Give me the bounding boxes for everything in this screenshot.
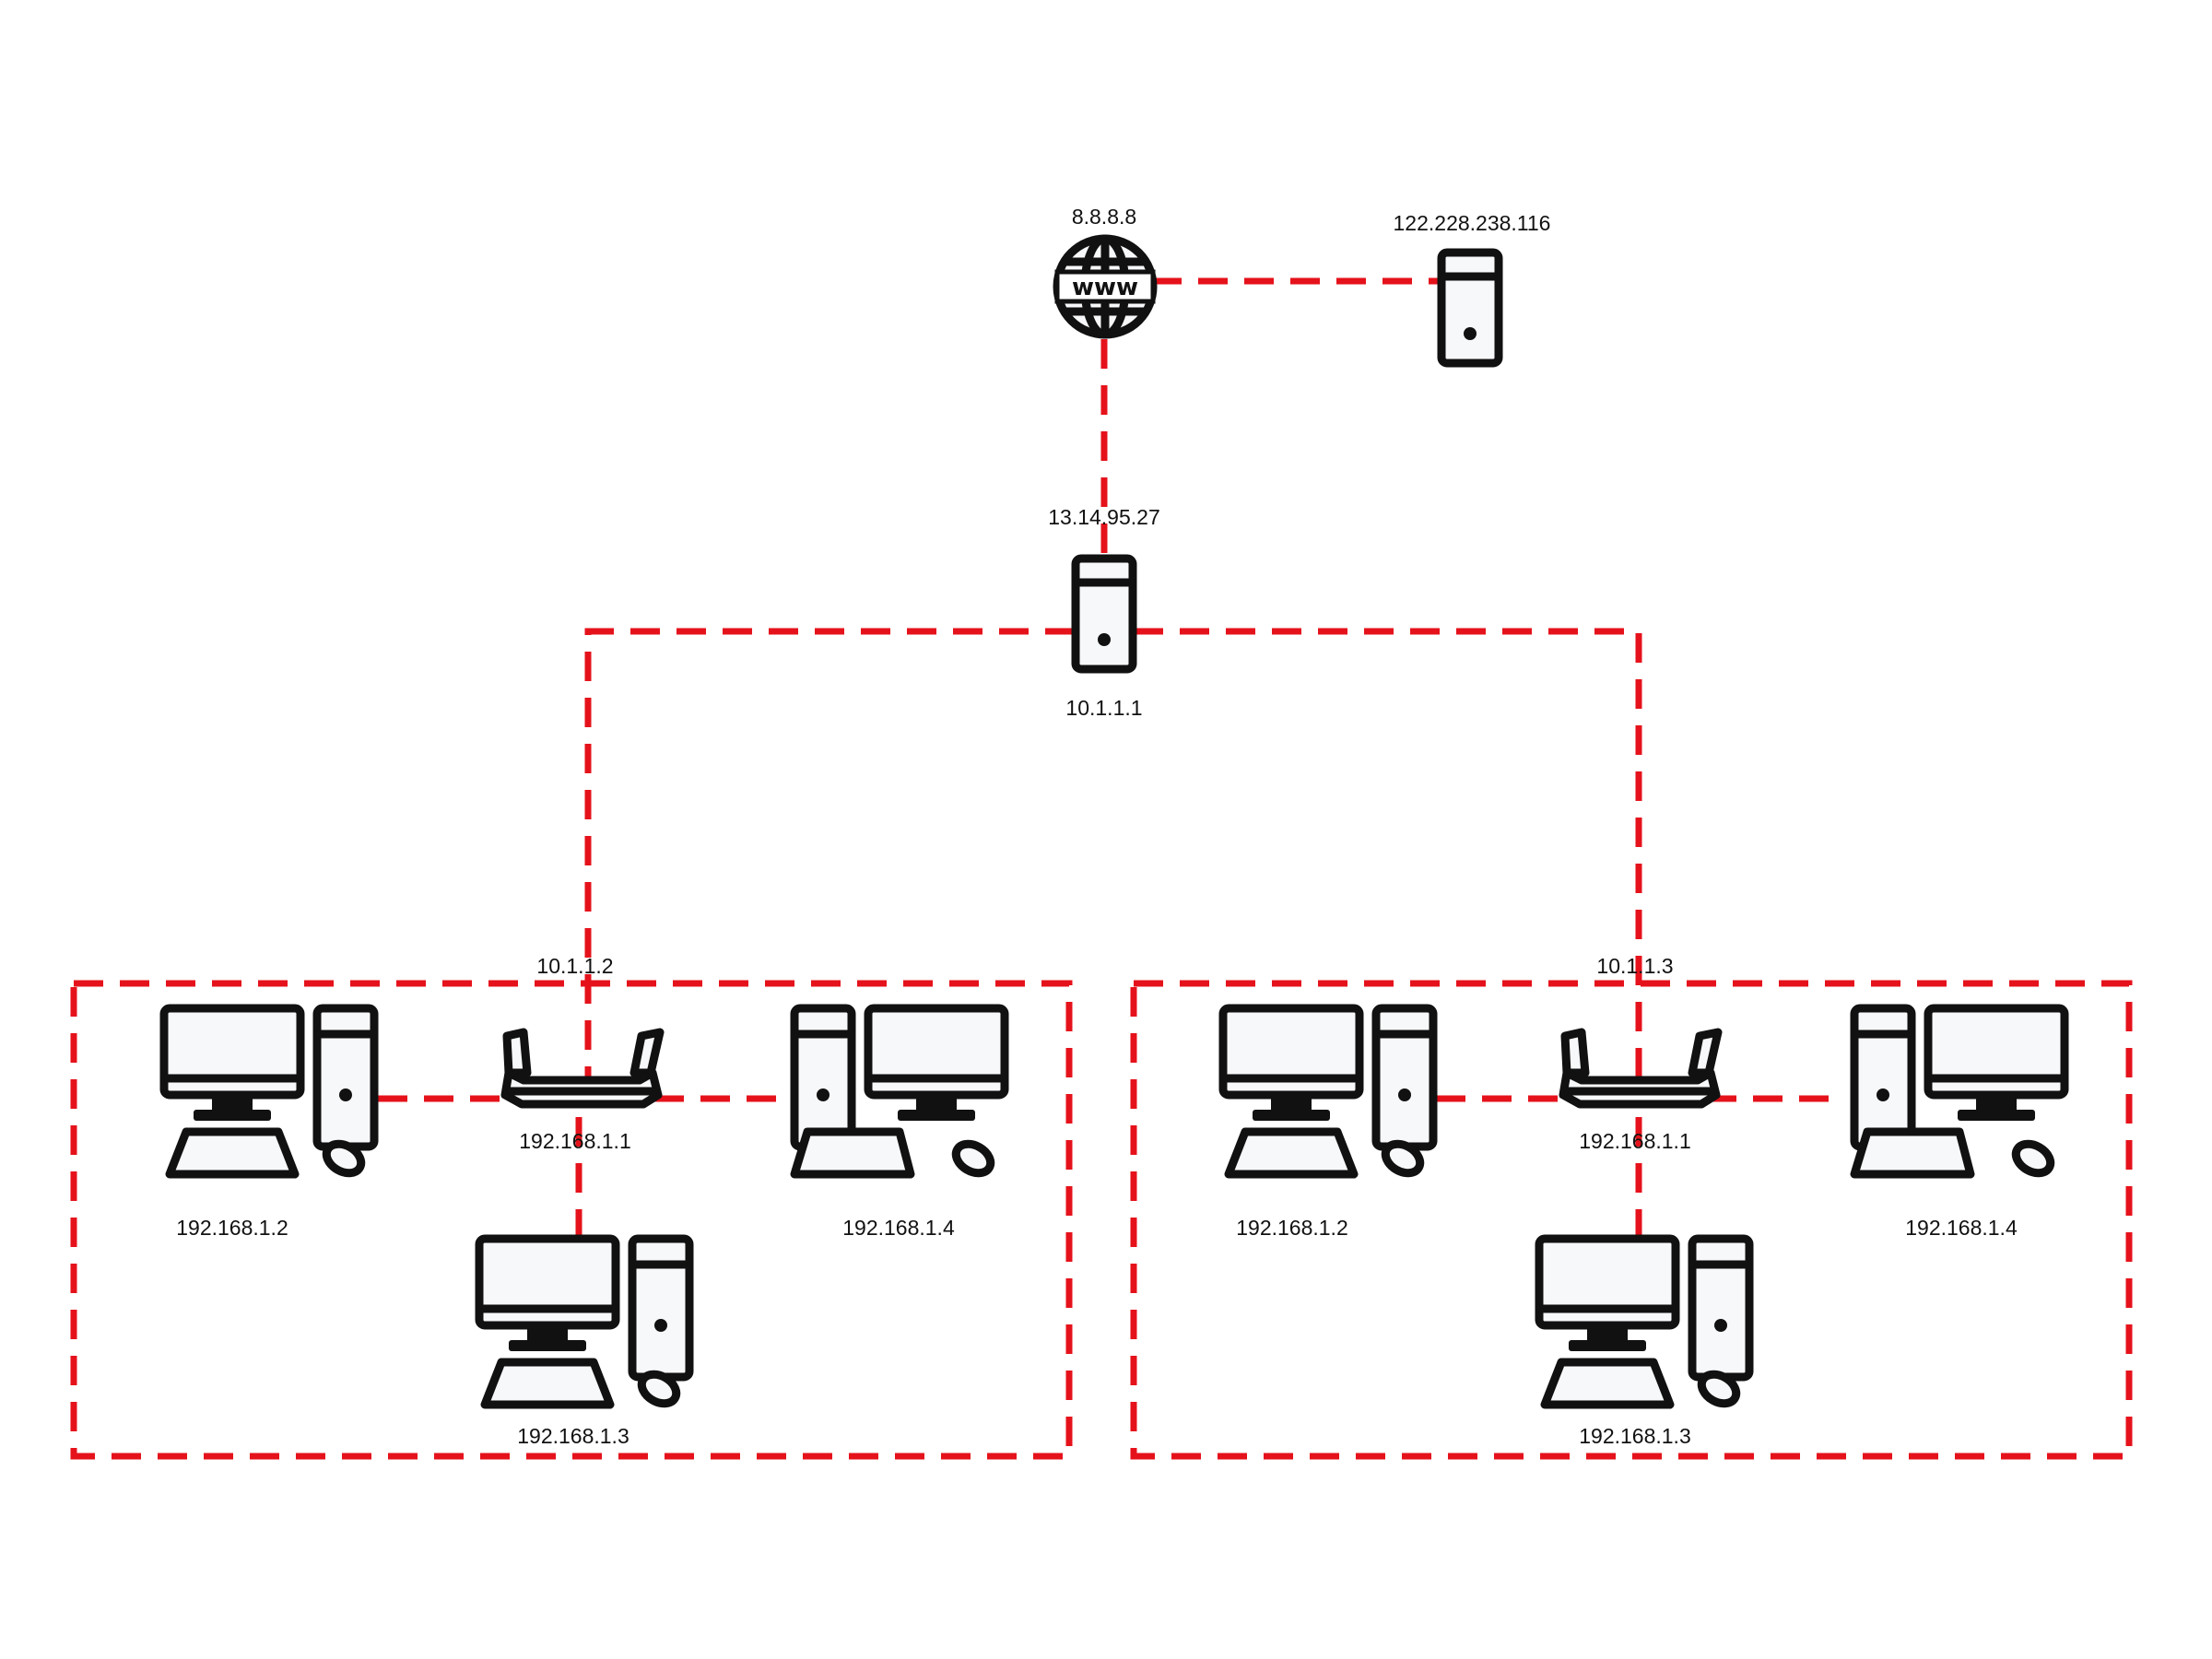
gateway-node: 13.14.95.27 10.1.1.1 (1048, 505, 1160, 720)
router-icon (505, 1032, 660, 1104)
router-b-lan-ip-label: 192.168.1.1 (1579, 1129, 1691, 1153)
internet-node: www 8.8.8.8 (1053, 205, 1158, 339)
lan-b-host-left: 192.168.1.2 (1223, 1008, 1433, 1240)
lan-a: 10.1.1.2 192.168.1.1 192.168.1.2 192.168… (164, 954, 1005, 1448)
lan-b-host-bottom: 192.168.1.3 (1539, 1239, 1749, 1448)
lan-b-host-left-ip-label: 192.168.1.2 (1236, 1216, 1348, 1240)
gateway-lan-ip-label: 10.1.1.1 (1065, 696, 1142, 720)
lan-b-host-bottom-ip-label: 192.168.1.3 (1579, 1424, 1691, 1448)
remote-server-ip-label: 122.228.238.116 (1394, 211, 1551, 235)
lan-a-host-left-ip-label: 192.168.1.2 (176, 1216, 288, 1240)
desktop-computer-icon (794, 1008, 1005, 1179)
router-a-wan-ip-label: 10.1.1.2 (536, 954, 613, 978)
lan-a-host-bottom: 192.168.1.3 (479, 1239, 689, 1448)
server-icon (1076, 559, 1133, 669)
globe-www-text: www (1072, 274, 1138, 301)
lan-b-boundary (1130, 980, 2133, 1460)
desktop-computer-icon (1539, 1239, 1749, 1409)
lan-b-host-right: 192.168.1.4 (1854, 1008, 2065, 1240)
lan-a-host-bottom-ip-label: 192.168.1.3 (517, 1424, 629, 1448)
server-icon (1441, 253, 1499, 363)
internet-ip-label: 8.8.8.8 (1072, 205, 1136, 229)
desktop-computer-icon (1854, 1008, 2065, 1179)
lan-b-host-right-ip-label: 192.168.1.4 (1905, 1216, 2018, 1240)
router-a-node: 10.1.1.2 192.168.1.1 (505, 954, 660, 1153)
lan-b: 10.1.1.3 192.168.1.1 192.168.1.2 192.168… (1223, 954, 2065, 1448)
lan-a-host-left: 192.168.1.2 (164, 1008, 374, 1240)
desktop-computer-icon (1223, 1008, 1433, 1179)
lan-a-boundary (70, 980, 1073, 1460)
links (378, 277, 1843, 1240)
router-b-wan-ip-label: 10.1.1.3 (1596, 954, 1673, 978)
remote-server-node: 122.228.238.116 (1394, 211, 1551, 363)
globe-www-icon: www (1053, 234, 1158, 339)
router-b-node: 10.1.1.3 192.168.1.1 (1563, 954, 1718, 1153)
router-a-lan-ip-label: 192.168.1.1 (519, 1129, 631, 1153)
link-gateway-to-router-a (584, 628, 1075, 1097)
lan-a-host-right-ip-label: 192.168.1.4 (842, 1216, 955, 1240)
lan-a-host-right: 192.168.1.4 (794, 1008, 1005, 1240)
desktop-computer-icon (164, 1008, 374, 1179)
desktop-computer-icon (479, 1239, 689, 1409)
gateway-wan-ip-label: 13.14.95.27 (1048, 505, 1160, 529)
